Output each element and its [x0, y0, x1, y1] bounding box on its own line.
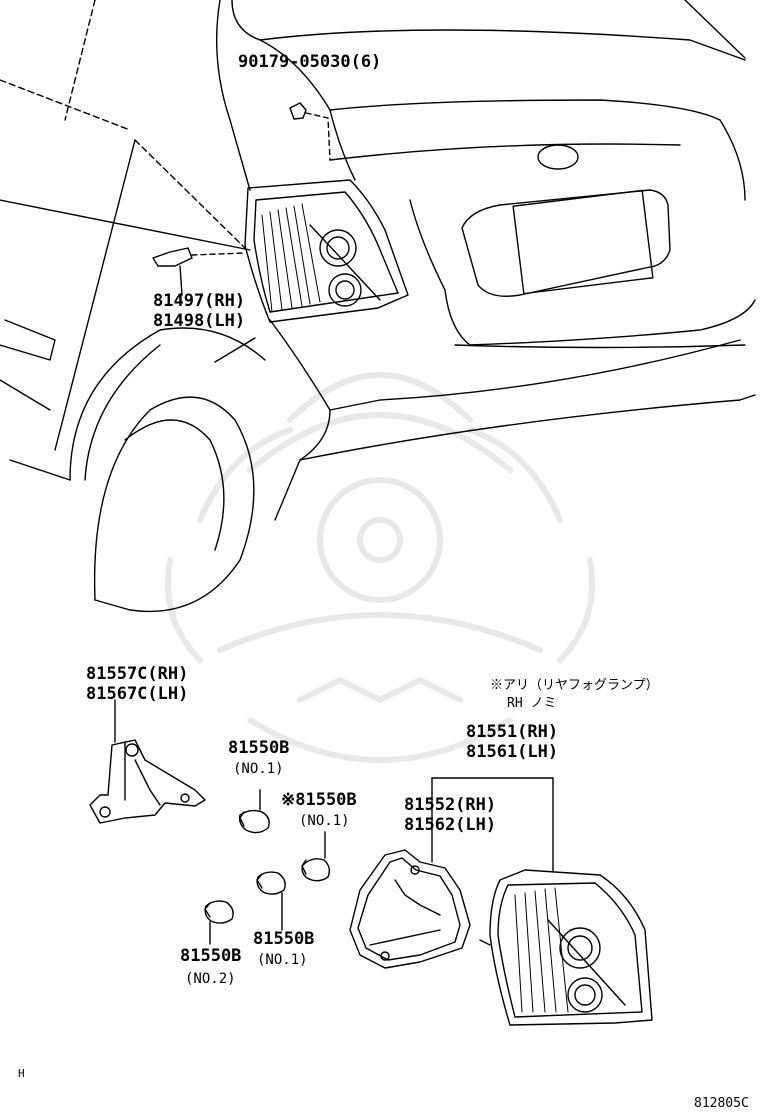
bulb-4	[204, 900, 234, 945]
note-rear-fog-line2: RH ノミ	[507, 696, 557, 711]
gasket-81552	[349, 837, 471, 969]
car-body-outline	[0, 0, 756, 613]
part-label-90179: 90179-05030(6)	[238, 52, 382, 72]
leader-81551	[431, 777, 554, 873]
part-label-81550B-c: 81550B	[253, 929, 315, 949]
part-label-81498: 81498(LH)	[153, 311, 246, 331]
tail-lamp-installed	[244, 179, 409, 323]
leader-81497	[214, 337, 256, 363]
clip-90179	[289, 102, 331, 161]
bulb-1	[238, 789, 270, 834]
part-label-81550B-a: 81550B	[228, 738, 290, 758]
socket-81497	[152, 247, 246, 296]
bracket-81557C	[89, 699, 206, 824]
part-label-81551: 81551(RH)	[466, 722, 559, 742]
part-variant-81550B-no2: (NO.2)	[185, 971, 236, 987]
part-label-81550B-fog: ※81550B	[281, 790, 357, 810]
part-variant-81550B-a: (NO.1)	[233, 761, 284, 777]
part-label-81557C: 81557C(RH)	[86, 664, 189, 684]
part-variant-81550B-fog: (NO.1)	[299, 813, 350, 829]
part-label-81497: 81497(RH)	[153, 291, 246, 311]
watermark-emblem	[165, 372, 595, 763]
tail-lamp-81551	[479, 869, 653, 1026]
bulb-2	[301, 831, 331, 882]
note-rear-fog-line1: ※アリ（リヤフォグランプ）	[490, 678, 659, 693]
page-marker: H	[18, 1067, 25, 1080]
part-variant-81550B-c: (NO.1)	[257, 952, 308, 968]
part-label-81550B-no2: 81550B	[180, 946, 242, 966]
part-label-81562: 81562(LH)	[404, 815, 497, 835]
bulb-3	[256, 871, 286, 931]
part-label-81552: 81552(RH)	[404, 795, 497, 815]
diagram-code: 812805C	[694, 1096, 749, 1111]
part-label-81561: 81561(LH)	[466, 742, 559, 762]
part-label-81567C: 81567C(LH)	[86, 684, 189, 704]
